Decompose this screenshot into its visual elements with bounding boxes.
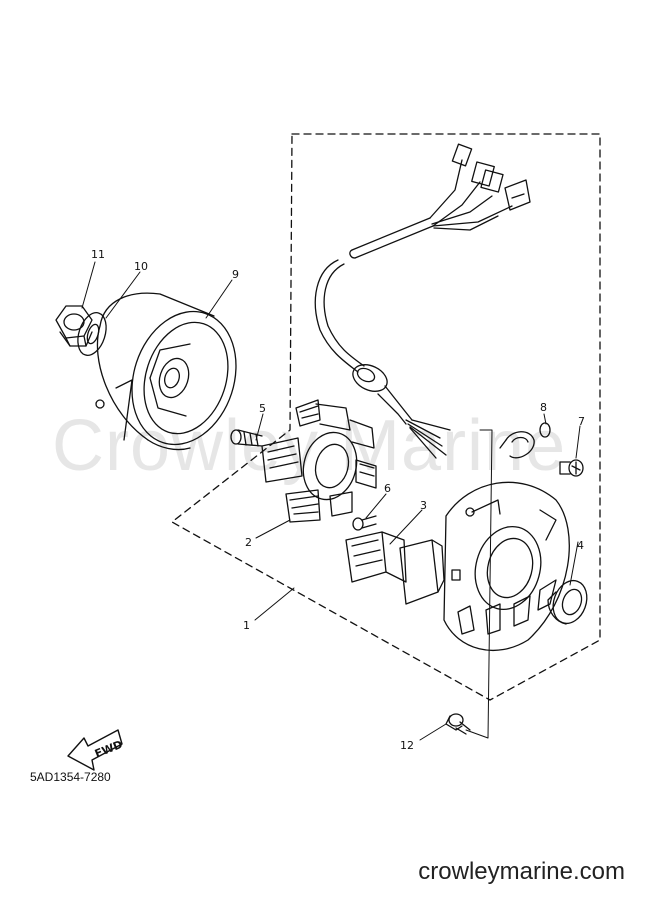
- drawing-code: 5AD1354-7280: [30, 770, 111, 784]
- wire-harness: [314, 143, 531, 459]
- pulser-coil-3: [345, 531, 445, 605]
- callout-11: 11: [91, 248, 105, 261]
- callout-12: 12: [400, 739, 414, 752]
- site-url[interactable]: crowleymarine.com: [418, 858, 625, 885]
- callout-2: 2: [245, 536, 252, 549]
- wire-clamp-8: [499, 422, 551, 459]
- stator-coil-2: [261, 399, 377, 523]
- base-plate: [443, 481, 570, 652]
- screw-7: [559, 459, 584, 477]
- callout-4: 4: [577, 539, 584, 552]
- assembly-boundary: [171, 133, 601, 701]
- leader-lines: [81, 261, 581, 741]
- callout-7: 7: [578, 415, 585, 428]
- callout-3: 3: [420, 499, 427, 512]
- screw-6: [352, 515, 377, 531]
- callout-8: 8: [540, 401, 547, 414]
- callout-6: 6: [384, 482, 391, 495]
- callout-5: 5: [259, 402, 266, 415]
- fwd-arrow-icon: FWD: [67, 729, 124, 771]
- nut-11: [55, 305, 93, 347]
- callout-10: 10: [134, 260, 148, 273]
- flywheel-rotor-9: [95, 292, 237, 451]
- callout-1: 1: [243, 619, 250, 632]
- bolt-12: [445, 713, 471, 735]
- screw-5: [230, 429, 263, 447]
- oil-seal-4: [547, 579, 588, 625]
- washer-10: [77, 312, 107, 356]
- callout-numbers: 11 10 9 5 2 1 3 6 4 8 7 12: [91, 248, 585, 752]
- callout-9: 9: [232, 268, 239, 281]
